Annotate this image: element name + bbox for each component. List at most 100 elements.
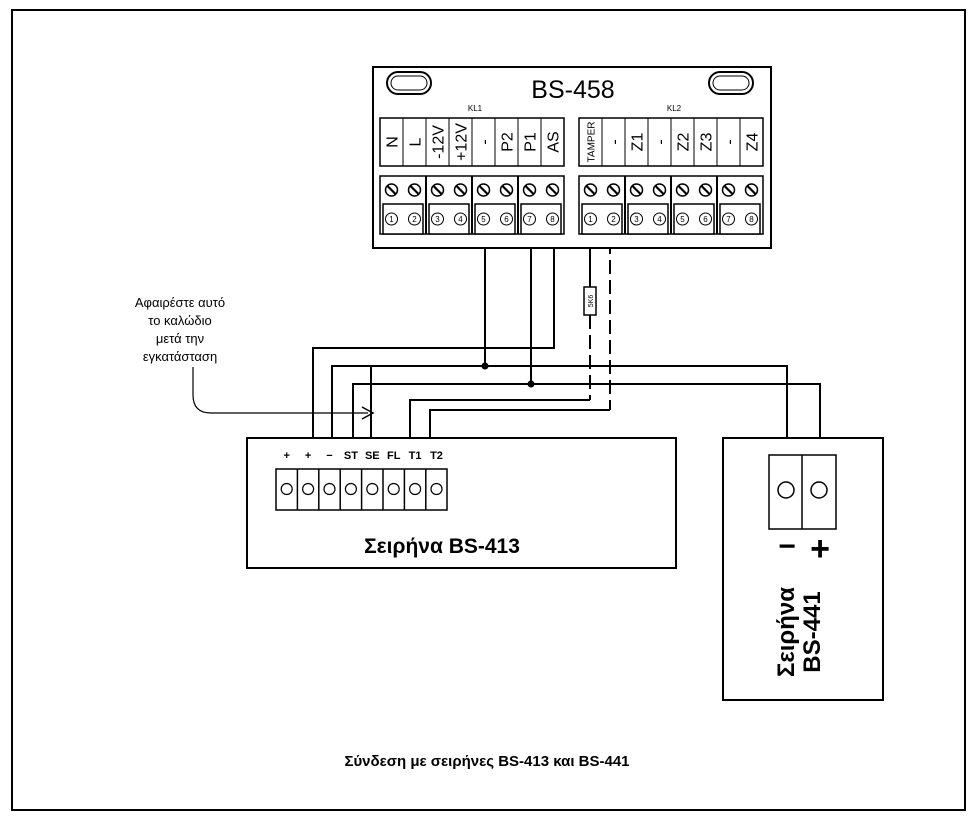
- terminal-number: 4: [458, 215, 463, 224]
- junction-dot: [527, 380, 535, 388]
- terminal-label: -12V: [431, 125, 448, 159]
- siren-413-title: Σειρήνα BS-413: [364, 535, 520, 558]
- note-line-3: μετά την: [156, 331, 204, 346]
- terminal-number-circle: [584, 212, 597, 226]
- note-line-2: το καλώδιο: [148, 313, 211, 328]
- wire-plus-as: [312, 240, 555, 438]
- terminal-number-circle: [630, 212, 643, 226]
- terminal-label: Z4: [745, 133, 762, 152]
- terminal-screw: [810, 481, 828, 499]
- terminal-number-circle: [500, 212, 513, 226]
- siren-bs441: − + Σειρήνα BS-441: [722, 437, 884, 701]
- terminal-number: 8: [550, 215, 555, 224]
- terminal-screw: [323, 482, 336, 496]
- terminal-label: AS: [546, 131, 563, 152]
- terminal-label: Z1: [630, 133, 647, 152]
- note-line-1: Αφαιρέστε αυτό: [135, 295, 225, 310]
- terminal-number-circle: [745, 212, 758, 226]
- terminal-number: 7: [726, 215, 731, 224]
- terminal-number: 8: [749, 215, 754, 224]
- terminal-screw: [366, 482, 379, 496]
- terminal-label: P2: [500, 132, 517, 152]
- siren-413-terminal-label: FL: [387, 450, 401, 462]
- note-arrow: [192, 367, 368, 414]
- terminal-screw: [387, 482, 400, 496]
- arrow-head-icon: [361, 406, 375, 420]
- terminal-number: 4: [657, 215, 662, 224]
- terminal-screw: [344, 482, 357, 496]
- siren-413-terminal-label: +: [283, 450, 289, 462]
- resistor-5k6: [583, 286, 597, 316]
- terminal-number: 2: [412, 215, 417, 224]
- junction-dot: [481, 362, 489, 370]
- terminal-number: 5: [481, 215, 486, 224]
- terminal-number: 5: [680, 215, 685, 224]
- kl2-terminal-block: 1 2 3 4 5 6 7 8: [578, 175, 764, 235]
- terminal-number-circle: [477, 212, 490, 226]
- terminal-screw: [280, 482, 293, 496]
- terminal-label: L: [408, 137, 425, 146]
- terminal-number: 6: [703, 215, 708, 224]
- terminal-label: -: [722, 139, 739, 144]
- terminal-label: TAMPER: [587, 122, 598, 163]
- diagram-frame: [11, 9, 966, 811]
- terminal-number-circle: [722, 212, 735, 226]
- terminal-number-circle: [676, 212, 689, 226]
- terminal-number: 6: [504, 215, 509, 224]
- terminal-number: 7: [527, 215, 532, 224]
- note-line-4: εγκατάσταση: [143, 349, 217, 364]
- terminal-label: +12V: [454, 123, 471, 161]
- siren-441-minus: −: [778, 530, 796, 563]
- terminal-number-circle: [431, 212, 444, 226]
- mounting-hole-right: [708, 71, 754, 95]
- terminal-screw: [777, 481, 795, 499]
- siren-441-title-line1: Σειρήνα: [773, 587, 800, 677]
- siren-413-terminal-label: −: [326, 450, 332, 462]
- terminal-label: -: [477, 139, 494, 144]
- terminal-number-circle: [385, 212, 398, 226]
- wire-t1-tamper: [409, 399, 590, 438]
- siren-413-terminal-label: T2: [430, 450, 443, 462]
- terminal-screw: [409, 482, 422, 496]
- terminal-label: P1: [523, 132, 540, 152]
- resistor-label: 5K6: [588, 295, 595, 308]
- siren-413-terminal-label: ST: [344, 450, 358, 462]
- terminal-label: Z3: [699, 133, 716, 152]
- siren-441-title-line2: BS-441: [799, 591, 826, 672]
- terminal-number-circle: [454, 212, 467, 226]
- wire-t2-minus: [429, 409, 610, 438]
- terminal-label: N: [385, 136, 402, 148]
- terminal-number-circle: [653, 212, 666, 226]
- terminal-number: 3: [634, 215, 639, 224]
- terminal-number-circle: [699, 212, 712, 226]
- siren-413-terminal-label: T1: [409, 450, 422, 462]
- wire-plus-p2: [331, 240, 486, 438]
- kl1-label: KL1: [468, 104, 483, 113]
- terminal-number-circle: [523, 212, 536, 226]
- terminal-number: 1: [389, 215, 394, 224]
- terminal-label: -: [653, 139, 670, 144]
- wire-441-plus: [531, 383, 821, 438]
- terminal-label: Z2: [676, 133, 693, 152]
- siren-441-plus: +: [810, 530, 830, 568]
- terminal-number: 2: [611, 215, 616, 224]
- removal-note: Αφαιρέστε αυτό το καλώδιο μετά την εγκατ…: [135, 295, 375, 420]
- terminal-screw: [302, 482, 315, 496]
- mounting-hole-left: [386, 71, 432, 95]
- siren-413-terminal-label: SE: [365, 450, 380, 462]
- terminal-number-circle: [607, 212, 620, 226]
- wire-minus-p1: [352, 240, 532, 438]
- diagram-caption: Σύνδεση με σειρήνες BS-413 και BS-441: [344, 753, 629, 770]
- wires: [312, 240, 821, 438]
- terminal-number-circle: [408, 212, 421, 226]
- terminal-number: 1: [588, 215, 593, 224]
- terminal-number-circle: [546, 212, 559, 226]
- terminal-number: 3: [435, 215, 440, 224]
- kl2-label: KL2: [667, 104, 682, 113]
